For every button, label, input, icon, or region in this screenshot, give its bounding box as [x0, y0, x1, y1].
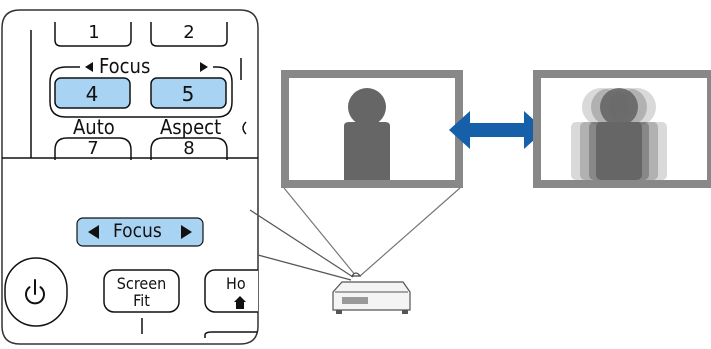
callout-line-upper [249, 209, 354, 278]
double-arrow-icon [449, 111, 545, 149]
power-icon [25, 279, 45, 305]
key-2[interactable] [150, 22, 228, 47]
arrow-right-icon [181, 225, 192, 239]
key-5[interactable] [150, 77, 227, 109]
home-button[interactable] [204, 269, 285, 313]
key-4[interactable] [54, 77, 131, 109]
key-7[interactable] [54, 137, 132, 160]
arrow-left-icon [88, 225, 99, 239]
focus-group-frame [49, 66, 233, 118]
key-1[interactable] [54, 22, 132, 47]
callout-line-lower [257, 254, 352, 281]
beam-line-right [359, 187, 461, 277]
projector-vent [342, 297, 368, 304]
focus-button[interactable] [76, 217, 204, 247]
home-icon [234, 296, 246, 309]
arrow-right-icon [200, 62, 208, 72]
arrow-left-icon [85, 62, 93, 72]
screen-out-of-focus [533, 70, 711, 188]
screen-in-focus [281, 70, 463, 188]
screen-fit-button[interactable] [103, 269, 180, 313]
projector [332, 272, 411, 314]
key-8[interactable] [150, 137, 228, 160]
beam-line-left [283, 187, 357, 277]
remote-panel [1, 9, 285, 345]
